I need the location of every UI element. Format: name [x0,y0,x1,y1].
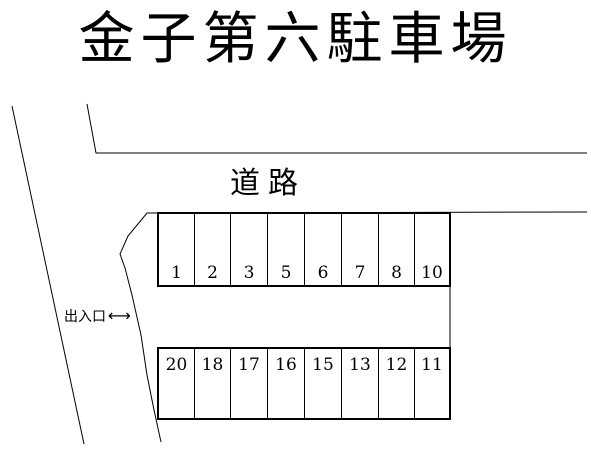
lot-boundary [119,211,588,443]
stall-number: 12 [385,355,408,375]
parking-stall: 18 [194,348,231,419]
parking-stall: 17 [230,348,268,419]
stall-number: 1 [171,263,182,283]
parking-stall: 6 [304,213,342,286]
page-title: 金子第六駐車場 [78,7,513,72]
stall-number: 7 [354,263,366,283]
parking-stall: 20 [158,348,195,419]
stall-number: 17 [238,355,260,375]
parking-stall: 12 [378,348,415,419]
stall-number: 16 [275,355,297,375]
parking-stall: 8 [378,213,415,286]
entrance-text: 出入口 [64,309,106,325]
parking-stall: 15 [304,348,342,419]
stall-number: 2 [207,263,218,283]
stall-number: 15 [312,355,334,375]
stall-number: 11 [421,355,443,375]
parking-stall: 1 [158,213,195,286]
stall-number: 20 [165,355,188,375]
road-label: 道路 [230,166,306,201]
stall-number: 13 [349,355,371,375]
left-road-edge [11,105,85,445]
stall-number: 18 [201,355,224,375]
parking-stall: 16 [267,348,305,419]
parking-stall: 2 [194,213,231,286]
upper-road-edge [86,103,587,154]
parking-stall: 3 [230,213,268,286]
entrance-label: 出入口⟷ [64,306,131,327]
stall-number: 8 [391,263,402,283]
stall-number: 5 [280,263,292,283]
parking-stall: 11 [414,348,450,419]
parking-stall: 7 [341,213,379,286]
parking-stall: 10 [414,213,450,286]
stall-number: 6 [317,263,329,283]
double-arrow-icon: ⟷ [108,306,131,325]
stall-number: 3 [243,263,255,283]
stall-number: 10 [421,263,443,283]
parking-stall: 13 [341,348,379,419]
parking-stall: 5 [267,213,305,286]
